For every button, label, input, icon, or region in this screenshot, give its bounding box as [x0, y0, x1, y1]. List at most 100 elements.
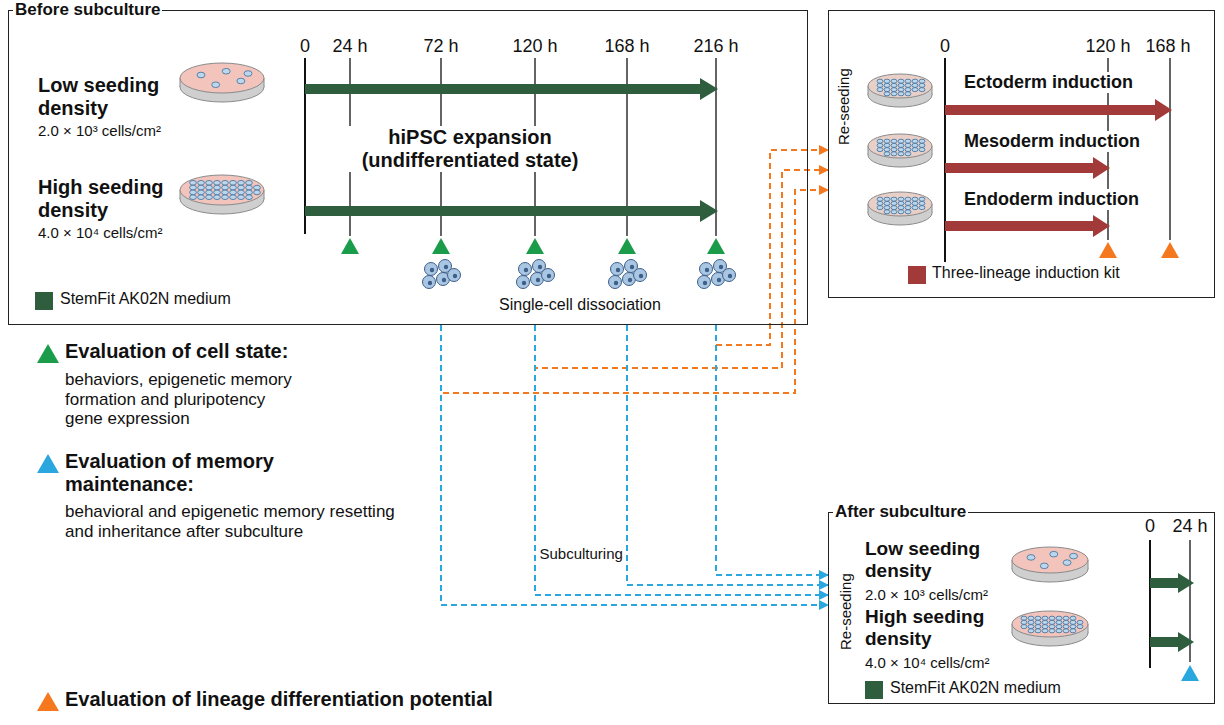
- legend-swatch: [908, 266, 926, 284]
- culture-dish: [1049, 625, 1055, 629]
- time-label: 120 h: [513, 36, 558, 57]
- legend-swatch: [865, 681, 883, 699]
- culture-dish: [1056, 629, 1062, 633]
- culture-dish: [905, 206, 911, 210]
- culture-dish: [877, 197, 883, 201]
- culture-dish: [884, 201, 890, 205]
- culture-dish: [919, 206, 925, 210]
- culture-dish: [919, 197, 925, 201]
- culture-dish: [254, 190, 261, 195]
- culture-dish: [222, 68, 230, 74]
- culture-dish: [198, 195, 205, 200]
- culture-dish: [180, 184, 264, 214]
- density-value: 4.0 × 10⁴ cells/cm²: [865, 654, 989, 671]
- time-label: 72 h: [424, 36, 459, 57]
- cell-cluster: [611, 263, 624, 276]
- culture-dish: [877, 88, 883, 92]
- culture-dish: [1070, 625, 1076, 629]
- culture-dish: [912, 88, 918, 92]
- cell-cluster: [444, 265, 448, 269]
- culture-dish: [1042, 620, 1048, 624]
- culture-dish: [1070, 620, 1076, 624]
- culture-dish: [891, 197, 897, 201]
- culture-arrow: [305, 200, 718, 222]
- cell-cluster: [524, 268, 528, 272]
- culture-dish: [237, 78, 245, 84]
- culture-dish: [868, 192, 932, 225]
- cell-cluster: [639, 274, 643, 278]
- culture-arrow: [1150, 632, 1194, 652]
- marker-triangle: [1099, 242, 1117, 258]
- timeline-line: [305, 58, 1190, 668]
- culture-dish: [898, 143, 904, 147]
- legend-text: StemFit AK02N medium: [890, 679, 1061, 697]
- culture-dish: [898, 197, 904, 201]
- cell-cluster: [609, 260, 647, 289]
- cell-cluster: [423, 260, 461, 289]
- cell-cluster: [700, 263, 713, 276]
- culture-dish: [190, 185, 197, 190]
- culture-dish: [912, 139, 918, 143]
- culture-dish: [246, 185, 253, 190]
- culture-dish: [884, 139, 890, 143]
- lineage-label: Mesoderm induction: [962, 131, 1142, 152]
- culture-dish: [891, 152, 897, 156]
- legend-triangle: [37, 454, 59, 473]
- panel-title: Before subculture: [13, 0, 162, 20]
- culture-dish: [884, 79, 890, 83]
- cell-cluster: [703, 281, 707, 285]
- culture-dish: [1028, 625, 1034, 629]
- culture-dish: [898, 83, 904, 87]
- culture-dish: [877, 139, 883, 143]
- culture-dish: [1021, 620, 1027, 624]
- culture-dish: [884, 197, 890, 201]
- culture-dish: [912, 197, 918, 201]
- culture-dish: [1035, 620, 1041, 624]
- culture-dish: [884, 92, 890, 96]
- culture-arrow: [305, 78, 718, 100]
- cell-cluster: [547, 274, 551, 278]
- induction-arrow: [945, 215, 1110, 237]
- induction-arrow: [945, 99, 1172, 237]
- culture-dish: [884, 88, 890, 92]
- legend-text: Evaluation of memory maintenance:: [65, 450, 365, 496]
- culture-dish: [246, 190, 253, 195]
- culture-dish: [1056, 616, 1062, 620]
- marker-triangle: [1161, 242, 1179, 258]
- cell-cluster: [423, 276, 436, 289]
- culture-dish: [198, 180, 205, 185]
- time-label: 168 h: [605, 36, 650, 57]
- culture-dish: [1012, 611, 1088, 646]
- culture-dish: [898, 148, 904, 152]
- cell-cluster: [719, 265, 723, 269]
- density-label: Low seeding density: [38, 74, 173, 120]
- culture-dish: [1049, 616, 1055, 620]
- culture-dish: [238, 190, 245, 195]
- culture-dish: [238, 185, 245, 190]
- dashed-connector: [716, 325, 828, 575]
- culture-dish: [222, 195, 229, 200]
- culture-dish: [905, 143, 911, 147]
- legend-triangle: [36, 343, 60, 364]
- timeline-line: [1169, 58, 1170, 240]
- culture-dish: [877, 206, 883, 210]
- culture-dish: [212, 82, 220, 88]
- culture-dish: [190, 180, 197, 185]
- density-value: 2.0 × 10³ cells/cm²: [865, 586, 988, 603]
- culture-dish: [1070, 553, 1078, 559]
- timeline-line: [715, 58, 716, 236]
- culture-dish: [1042, 625, 1048, 629]
- time-label: 0: [1145, 516, 1155, 537]
- culture-dish: [198, 190, 205, 195]
- cell-cluster: [634, 269, 647, 282]
- density-label: High seeding density: [865, 606, 1005, 650]
- density-value: 2.0 × 10³ cells/cm²: [38, 122, 161, 139]
- cell-cluster: [698, 260, 736, 289]
- cell-cluster: [430, 268, 434, 272]
- culture-dish: [1056, 620, 1062, 624]
- marker-triangle: [341, 238, 359, 254]
- culture-dish: [214, 190, 221, 195]
- culture-dish: [912, 143, 918, 147]
- culture-dish: [919, 88, 925, 92]
- culture-dish: [877, 201, 883, 205]
